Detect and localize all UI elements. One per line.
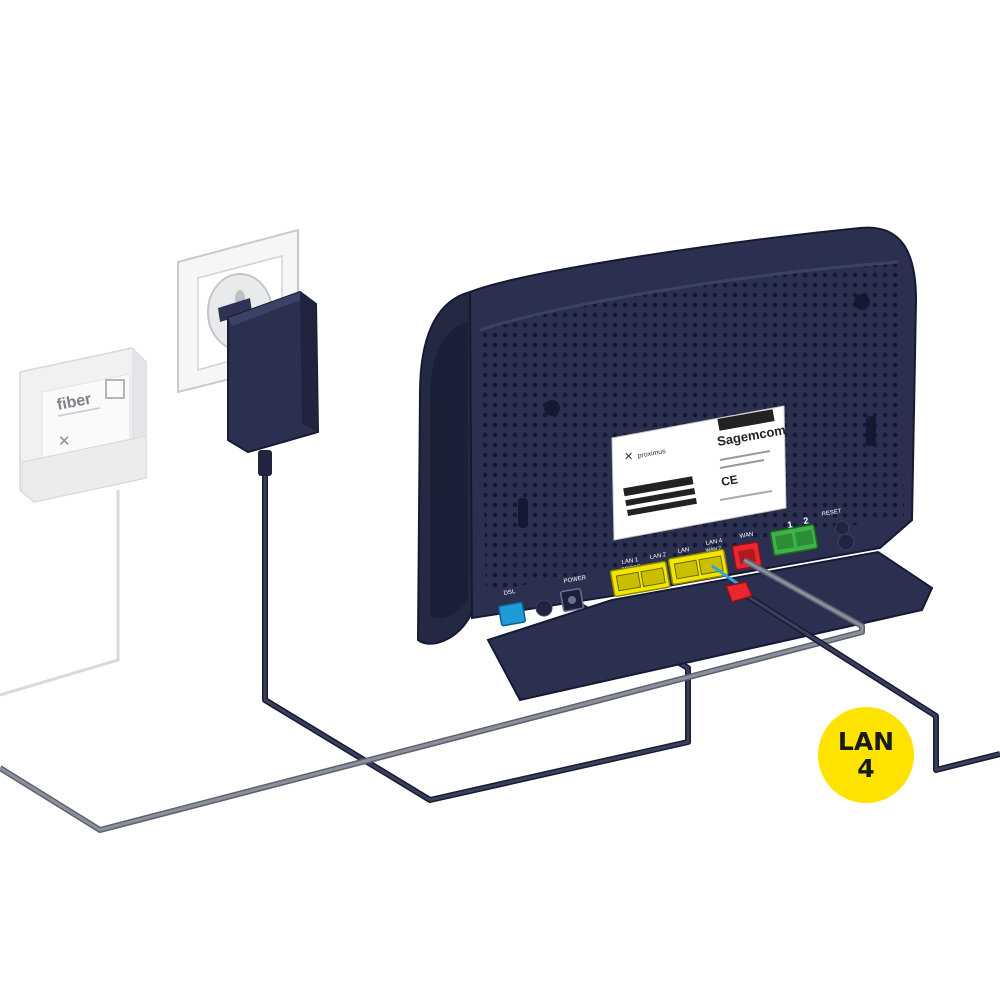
callout-line1: LAN [837, 727, 895, 756]
port-label-lan2: LAN 2 [649, 552, 667, 561]
port-label-wan: WAN [739, 532, 754, 540]
dsl-port[interactable] [498, 601, 526, 627]
lan-ports-1-2 [609, 560, 671, 598]
fiber-cable [0, 490, 120, 697]
port-label-lan4-sub: WAN 2 [705, 545, 722, 554]
label-brand-icon: ✕ [624, 450, 633, 463]
label-brand: proximus [637, 448, 667, 460]
lan4-plug [724, 581, 754, 603]
port-label-lan3: LAN [677, 547, 690, 555]
dsl-side-button[interactable] [535, 599, 553, 617]
router-stand [486, 550, 934, 702]
side-button[interactable] [837, 533, 855, 551]
phone2-port[interactable] [794, 529, 814, 547]
port-label-reset: RESET [821, 509, 842, 518]
port-label-phone2: 2 [803, 515, 810, 526]
port-label-power: POWER [563, 575, 587, 585]
power-adapter [218, 290, 320, 476]
port-label-lan1: LAN 1 [621, 557, 639, 566]
lan4-callout-badge: LAN 4 [818, 707, 914, 803]
callout-line2: 4 [857, 754, 875, 783]
ce-mark: CE [720, 472, 739, 489]
port-label-phone1: 1 [787, 519, 794, 530]
lan2-port[interactable] [640, 567, 666, 588]
port-label-lan4: LAN 4 [705, 538, 723, 547]
qr-code [105, 379, 125, 399]
reset-button[interactable] [834, 520, 850, 536]
fiber-box: fiber ✕ [0, 347, 147, 697]
fiber-brand: fiber [56, 391, 93, 414]
lan3-port[interactable] [673, 559, 700, 580]
top-barcode [717, 409, 775, 431]
serial-barcode [623, 476, 697, 516]
lan1-port[interactable] [615, 571, 642, 592]
product-label: ✕ proximus Sagemcom CE [611, 405, 787, 541]
phone1-port[interactable] [775, 533, 795, 551]
phone-ports [769, 523, 819, 557]
fiber-x-icon: ✕ [58, 432, 71, 450]
port-label-dsl: DSL [503, 589, 516, 597]
router: ✕ proximus Sagemcom CE DSL POWER LAN 1 B… [416, 226, 934, 702]
